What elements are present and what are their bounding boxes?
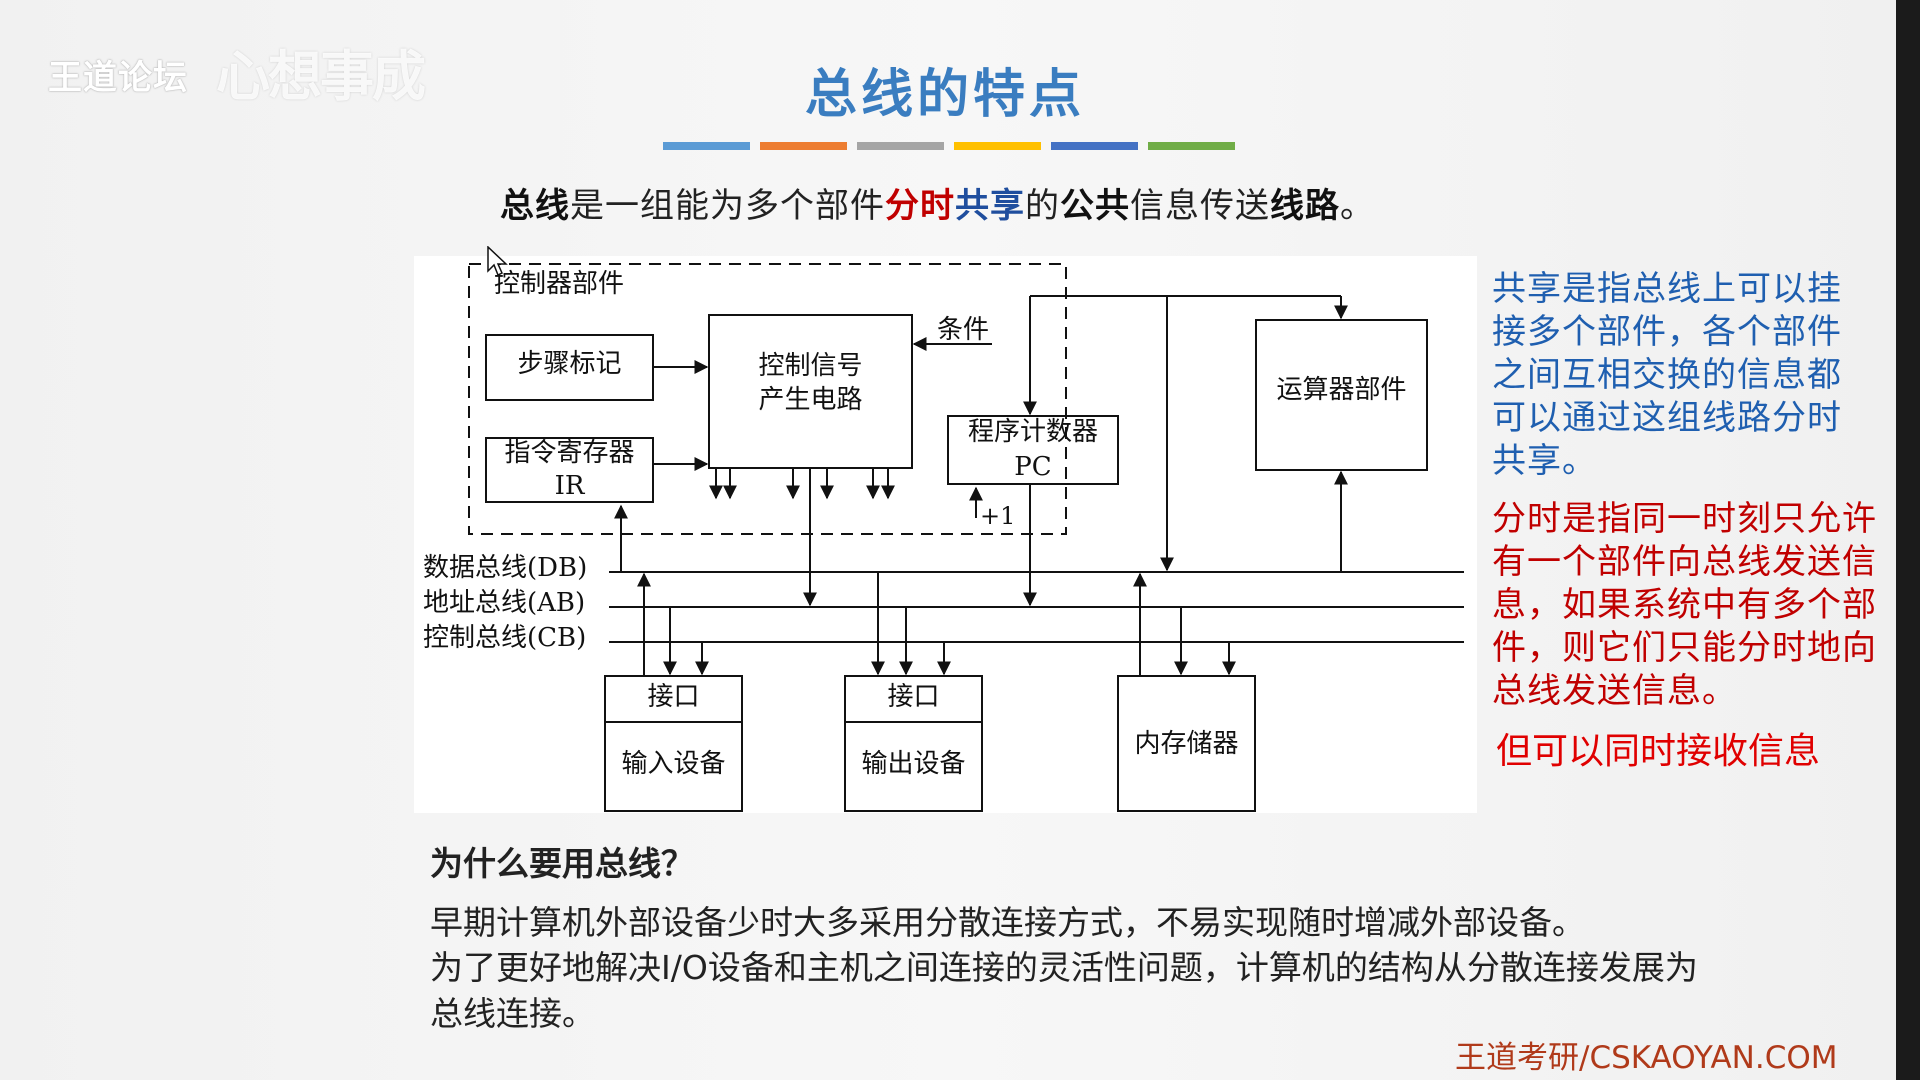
increment-label: +1 [980, 502, 1016, 530]
pc-line1: 程序计数器 [967, 417, 1098, 447]
bus-diagram-lines [468, 263, 1464, 812]
accent-bar [663, 142, 750, 150]
timeshare-note: 分时是指同一时刻只允许有一个部件向总线发送信息，如果系统中有多个部件，则它们只能… [1492, 499, 1877, 711]
accent-bars [663, 142, 1235, 150]
interface2-label: 接口 [887, 682, 940, 712]
output-device-label: 输出设备 [861, 749, 966, 779]
def-text: 。 [1340, 186, 1375, 226]
slide-title: 总线的特点 [804, 65, 1085, 125]
address-bus-label: 地址总线(AB) [423, 588, 586, 618]
condition-label: 条件 [937, 315, 990, 345]
why-answer-2: 为了更好地解决I/O设备和主机之间连接的灵活性问题，计算机的结构从分散连接发展为… [430, 948, 1698, 1033]
data-bus-label: 数据总线(DB) [423, 553, 588, 583]
share-note: 共享是指总线上可以挂接多个部件，各个部件之间互相交换的信息都可以通过这组线路分时… [1492, 269, 1842, 481]
def-share: 共享 [955, 186, 1025, 226]
watermark-subtitle: 心想事成 [216, 44, 426, 108]
ir-line2: IR [554, 471, 585, 501]
memory-label: 内存储器 [1134, 729, 1239, 759]
def-timeshare: 分时 [885, 186, 955, 226]
accent-bar [1051, 142, 1138, 150]
why-answer-1: 早期计算机外部设备少时大多采用分散连接方式，不易实现随时增减外部设备。 [430, 903, 1585, 942]
watermark-logo: 王道论坛 [48, 58, 188, 98]
interface1-label: 接口 [647, 682, 700, 712]
footer-brand: 王道考研/CSKAOYAN.COM [1455, 1040, 1838, 1076]
accent-bar [760, 142, 847, 150]
signal-generator-line1: 控制信号 [758, 351, 863, 381]
receive-note: 但可以同时接收信息 [1496, 731, 1821, 772]
control-bus-label: 控制总线(CB) [423, 623, 587, 653]
accent-bar [857, 142, 944, 150]
controller-label: 控制器部件 [494, 269, 625, 299]
window-edge [1896, 0, 1920, 1080]
def-text: 信息传送 [1130, 186, 1270, 226]
pc-line2: PC [1014, 452, 1052, 482]
def-line: 线路 [1270, 186, 1340, 226]
mouse-cursor-icon [487, 246, 508, 277]
accent-bar [1148, 142, 1235, 150]
bus-diagram: 控制器部件 步骤标记 控制信号 产生电路 条件 指令寄存器 IR 程序计数器 P… [414, 256, 1477, 813]
signal-generator-line2: 产生电路 [758, 385, 863, 415]
def-term: 总线 [500, 186, 570, 226]
def-text: 是一组能为多个部件 [570, 186, 885, 226]
ir-line1: 指令寄存器 [504, 438, 635, 468]
def-text: 的 [1025, 186, 1060, 226]
input-device-label: 输入设备 [621, 749, 726, 779]
alu-box: 运算器部件 [1276, 375, 1407, 405]
why-question: 为什么要用总线？ [430, 844, 694, 883]
accent-bar [954, 142, 1041, 150]
step-marker-box: 步骤标记 [517, 349, 622, 379]
bus-definition: 总线是一组能为多个部件分时共享的公共信息传送线路。 [500, 178, 1375, 227]
def-public: 公共 [1060, 186, 1130, 226]
